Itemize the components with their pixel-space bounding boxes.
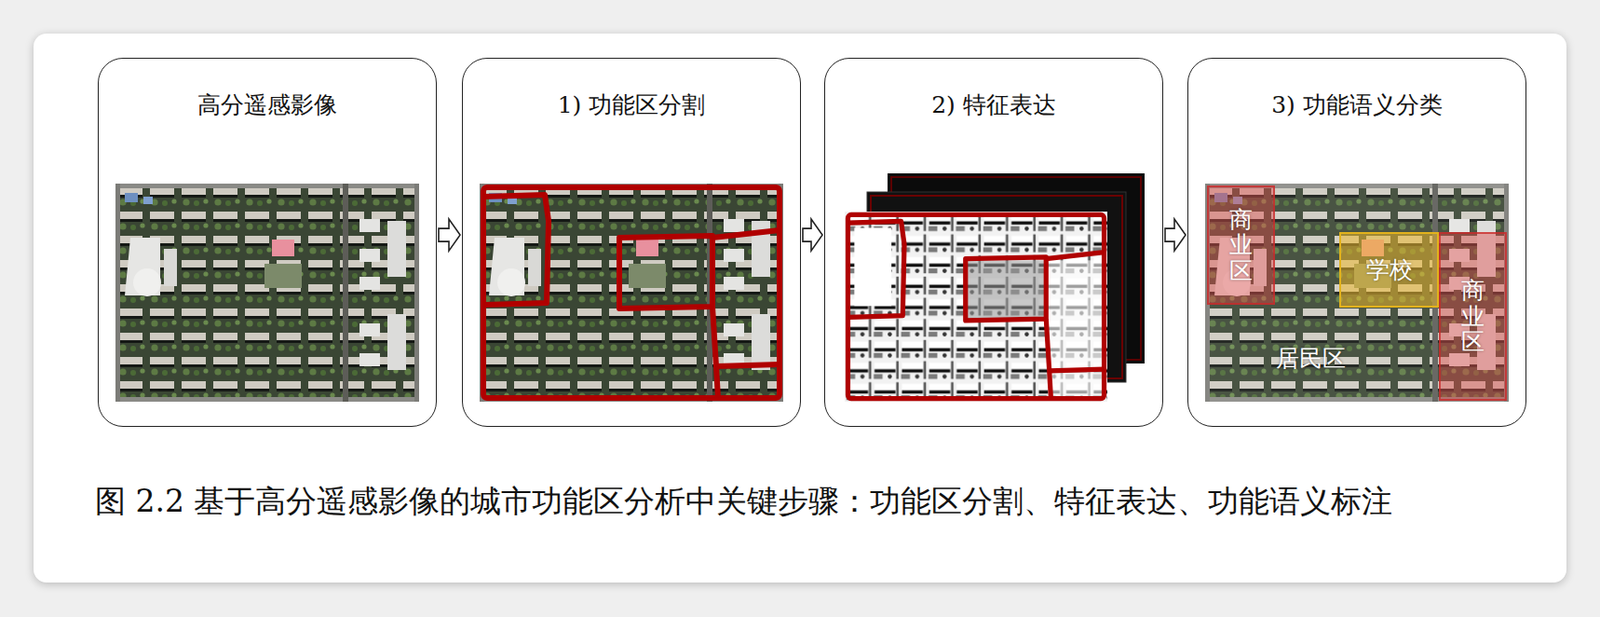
- function-region: 商业区: [1438, 231, 1507, 401]
- flow-arrow: [802, 218, 823, 251]
- step-panel: 3) 功能语义分类商业区学校商业区: [1187, 57, 1527, 427]
- region-name: 学校: [1366, 254, 1413, 285]
- step-panel: 高分遥感影像: [97, 57, 437, 427]
- region-name: 商业区: [1461, 277, 1485, 355]
- region-name: 商业区: [1229, 206, 1253, 285]
- panel-title: 3) 功能语义分类: [1188, 87, 1526, 123]
- figure-caption: 图 2.2 基于高分遥感影像的城市功能区分析中关键步骤：功能区分割、特征表达、功…: [94, 474, 1553, 528]
- region-label: 居民区: [1275, 342, 1346, 374]
- flow-arrow: [1165, 218, 1186, 251]
- panel-title: 1) 功能区分割: [462, 87, 800, 123]
- function-region: 学校: [1339, 231, 1439, 308]
- function-region: 商业区: [1206, 185, 1275, 305]
- figure-card: 高分遥感影像1) 功能区分割2) 特征表达3) 功能语义分类商业区学校商业区图 …: [33, 33, 1567, 583]
- panel-title: 2) 特征表达: [825, 87, 1163, 123]
- step-panel: 2) 特征表达: [824, 57, 1164, 427]
- panel-title: 高分遥感影像: [98, 87, 436, 123]
- flow-arrow: [438, 218, 461, 251]
- step-panel: 1) 功能区分割: [461, 57, 801, 427]
